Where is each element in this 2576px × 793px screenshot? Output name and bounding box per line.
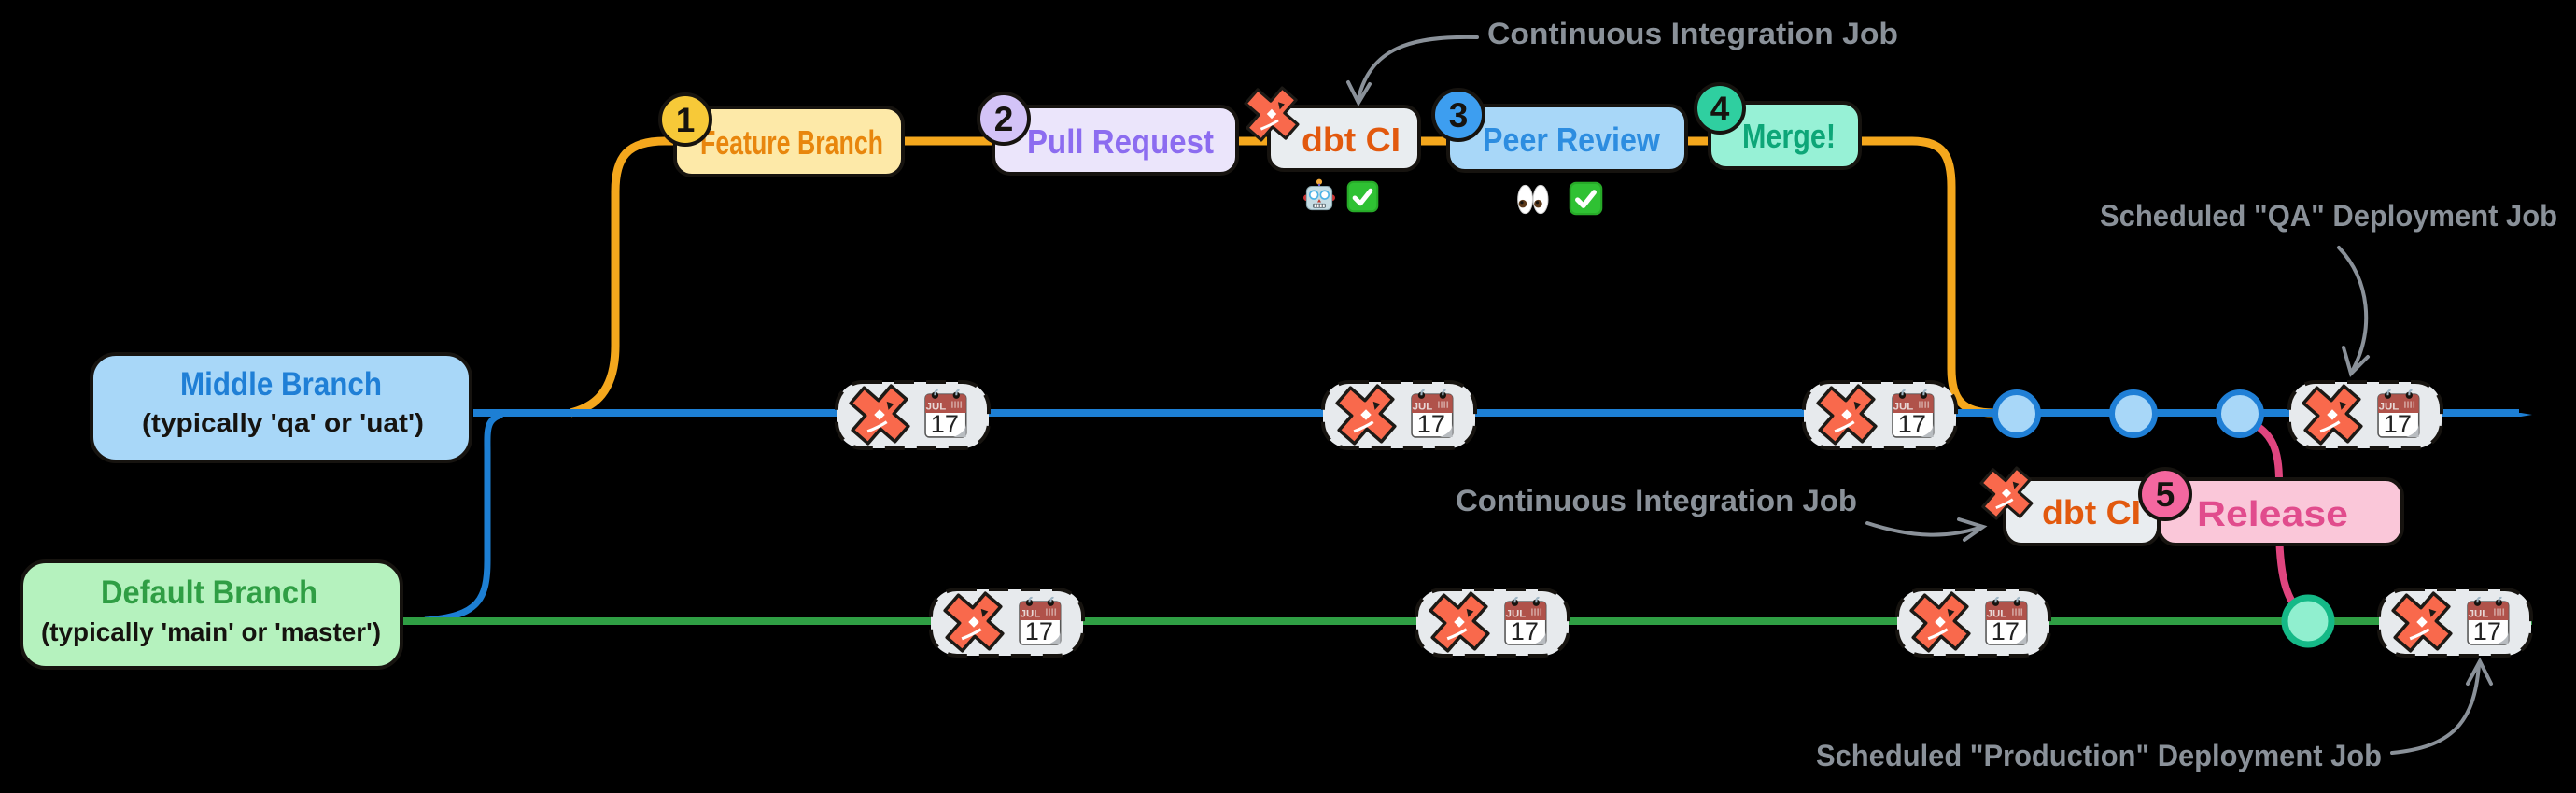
svg-text:Scheduled "Production" Deploym: Scheduled "Production" Deployment Job bbox=[1816, 739, 2382, 772]
svg-text:Peer Review: Peer Review bbox=[1483, 120, 1661, 159]
svg-text:3: 3 bbox=[1449, 96, 1469, 135]
svg-text:1: 1 bbox=[676, 101, 696, 139]
svg-text:5: 5 bbox=[2156, 475, 2175, 514]
svg-text:Middle Branch: Middle Branch bbox=[180, 366, 382, 403]
svg-text:(typically 'qa' or 'uat'): (typically 'qa' or 'uat') bbox=[142, 408, 424, 437]
svg-text:Release: Release bbox=[2197, 495, 2348, 534]
svg-text:4: 4 bbox=[1710, 90, 1730, 128]
svg-text:Continuous Integration Job: Continuous Integration Job bbox=[1487, 17, 1898, 50]
svg-text:Default Branch: Default Branch bbox=[101, 574, 317, 611]
svg-text:dbt CI: dbt CI bbox=[1302, 120, 1401, 159]
svg-text:2: 2 bbox=[994, 100, 1014, 138]
svg-text:Feature Branch: Feature Branch bbox=[700, 123, 883, 162]
svg-text:(typically 'main' or 'master'): (typically 'main' or 'master') bbox=[41, 617, 381, 646]
svg-text:dbt CI: dbt CI bbox=[2042, 493, 2141, 531]
svg-text:Scheduled "QA" Deployment Job: Scheduled "QA" Deployment Job bbox=[2100, 199, 2557, 233]
svg-text:Pull Request: Pull Request bbox=[1027, 122, 1214, 161]
svg-text:Merge!: Merge! bbox=[1742, 117, 1836, 155]
svg-text:Continuous Integration Job: Continuous Integration Job bbox=[1456, 484, 1857, 517]
